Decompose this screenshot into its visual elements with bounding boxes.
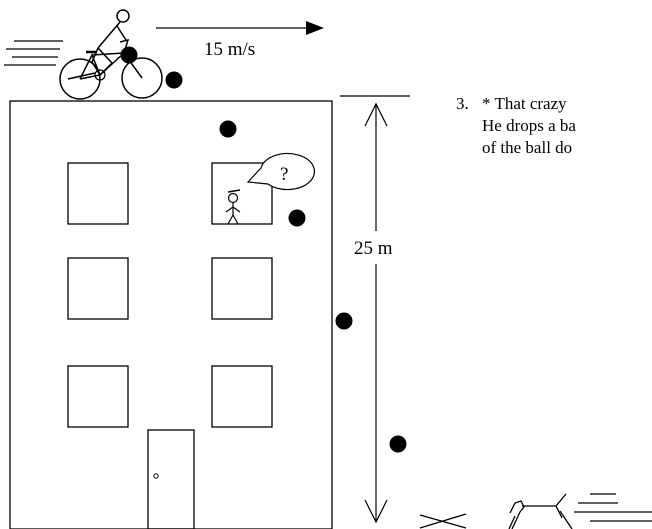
ball <box>165 71 183 89</box>
ball <box>288 209 306 227</box>
building-window-with-person <box>211 162 273 225</box>
problem-text-line: He drops a ba <box>482 116 576 135</box>
problem-text-line: * That crazy <box>482 94 567 113</box>
building-window <box>67 162 129 225</box>
ball <box>120 46 138 64</box>
height-label: 25 m <box>354 238 393 259</box>
problem-line-1: 3. * That crazy <box>456 93 652 115</box>
velocity-arrow <box>156 21 324 35</box>
person-in-window <box>225 189 241 225</box>
building-door <box>147 429 195 529</box>
bike-front-wheel <box>121 57 163 99</box>
building-window <box>211 257 273 320</box>
ball-trajectory <box>120 46 407 453</box>
height-dimension <box>340 95 410 524</box>
building-window <box>211 365 273 428</box>
speech-bubble: ? <box>246 152 316 191</box>
bike-rear-wheel <box>59 58 101 100</box>
ball <box>219 120 237 138</box>
building-outline <box>9 100 333 529</box>
velocity-label: 15 m/s <box>204 39 255 60</box>
building-window <box>67 365 129 428</box>
building <box>9 100 333 529</box>
ground-figure <box>419 493 652 529</box>
ball <box>335 312 353 330</box>
bike-motion-lines <box>4 40 63 66</box>
problem-number: 3. <box>456 94 469 113</box>
problem-text: 3. * That crazy He drops a ba of the ball… <box>456 93 652 159</box>
door-knob <box>153 473 159 479</box>
problem-text-line: of the ball do <box>482 138 573 157</box>
cyclist-on-bicycle <box>59 9 163 100</box>
ball <box>389 435 407 453</box>
speech-bubble-text: ? <box>280 164 288 185</box>
building-window <box>67 257 129 320</box>
